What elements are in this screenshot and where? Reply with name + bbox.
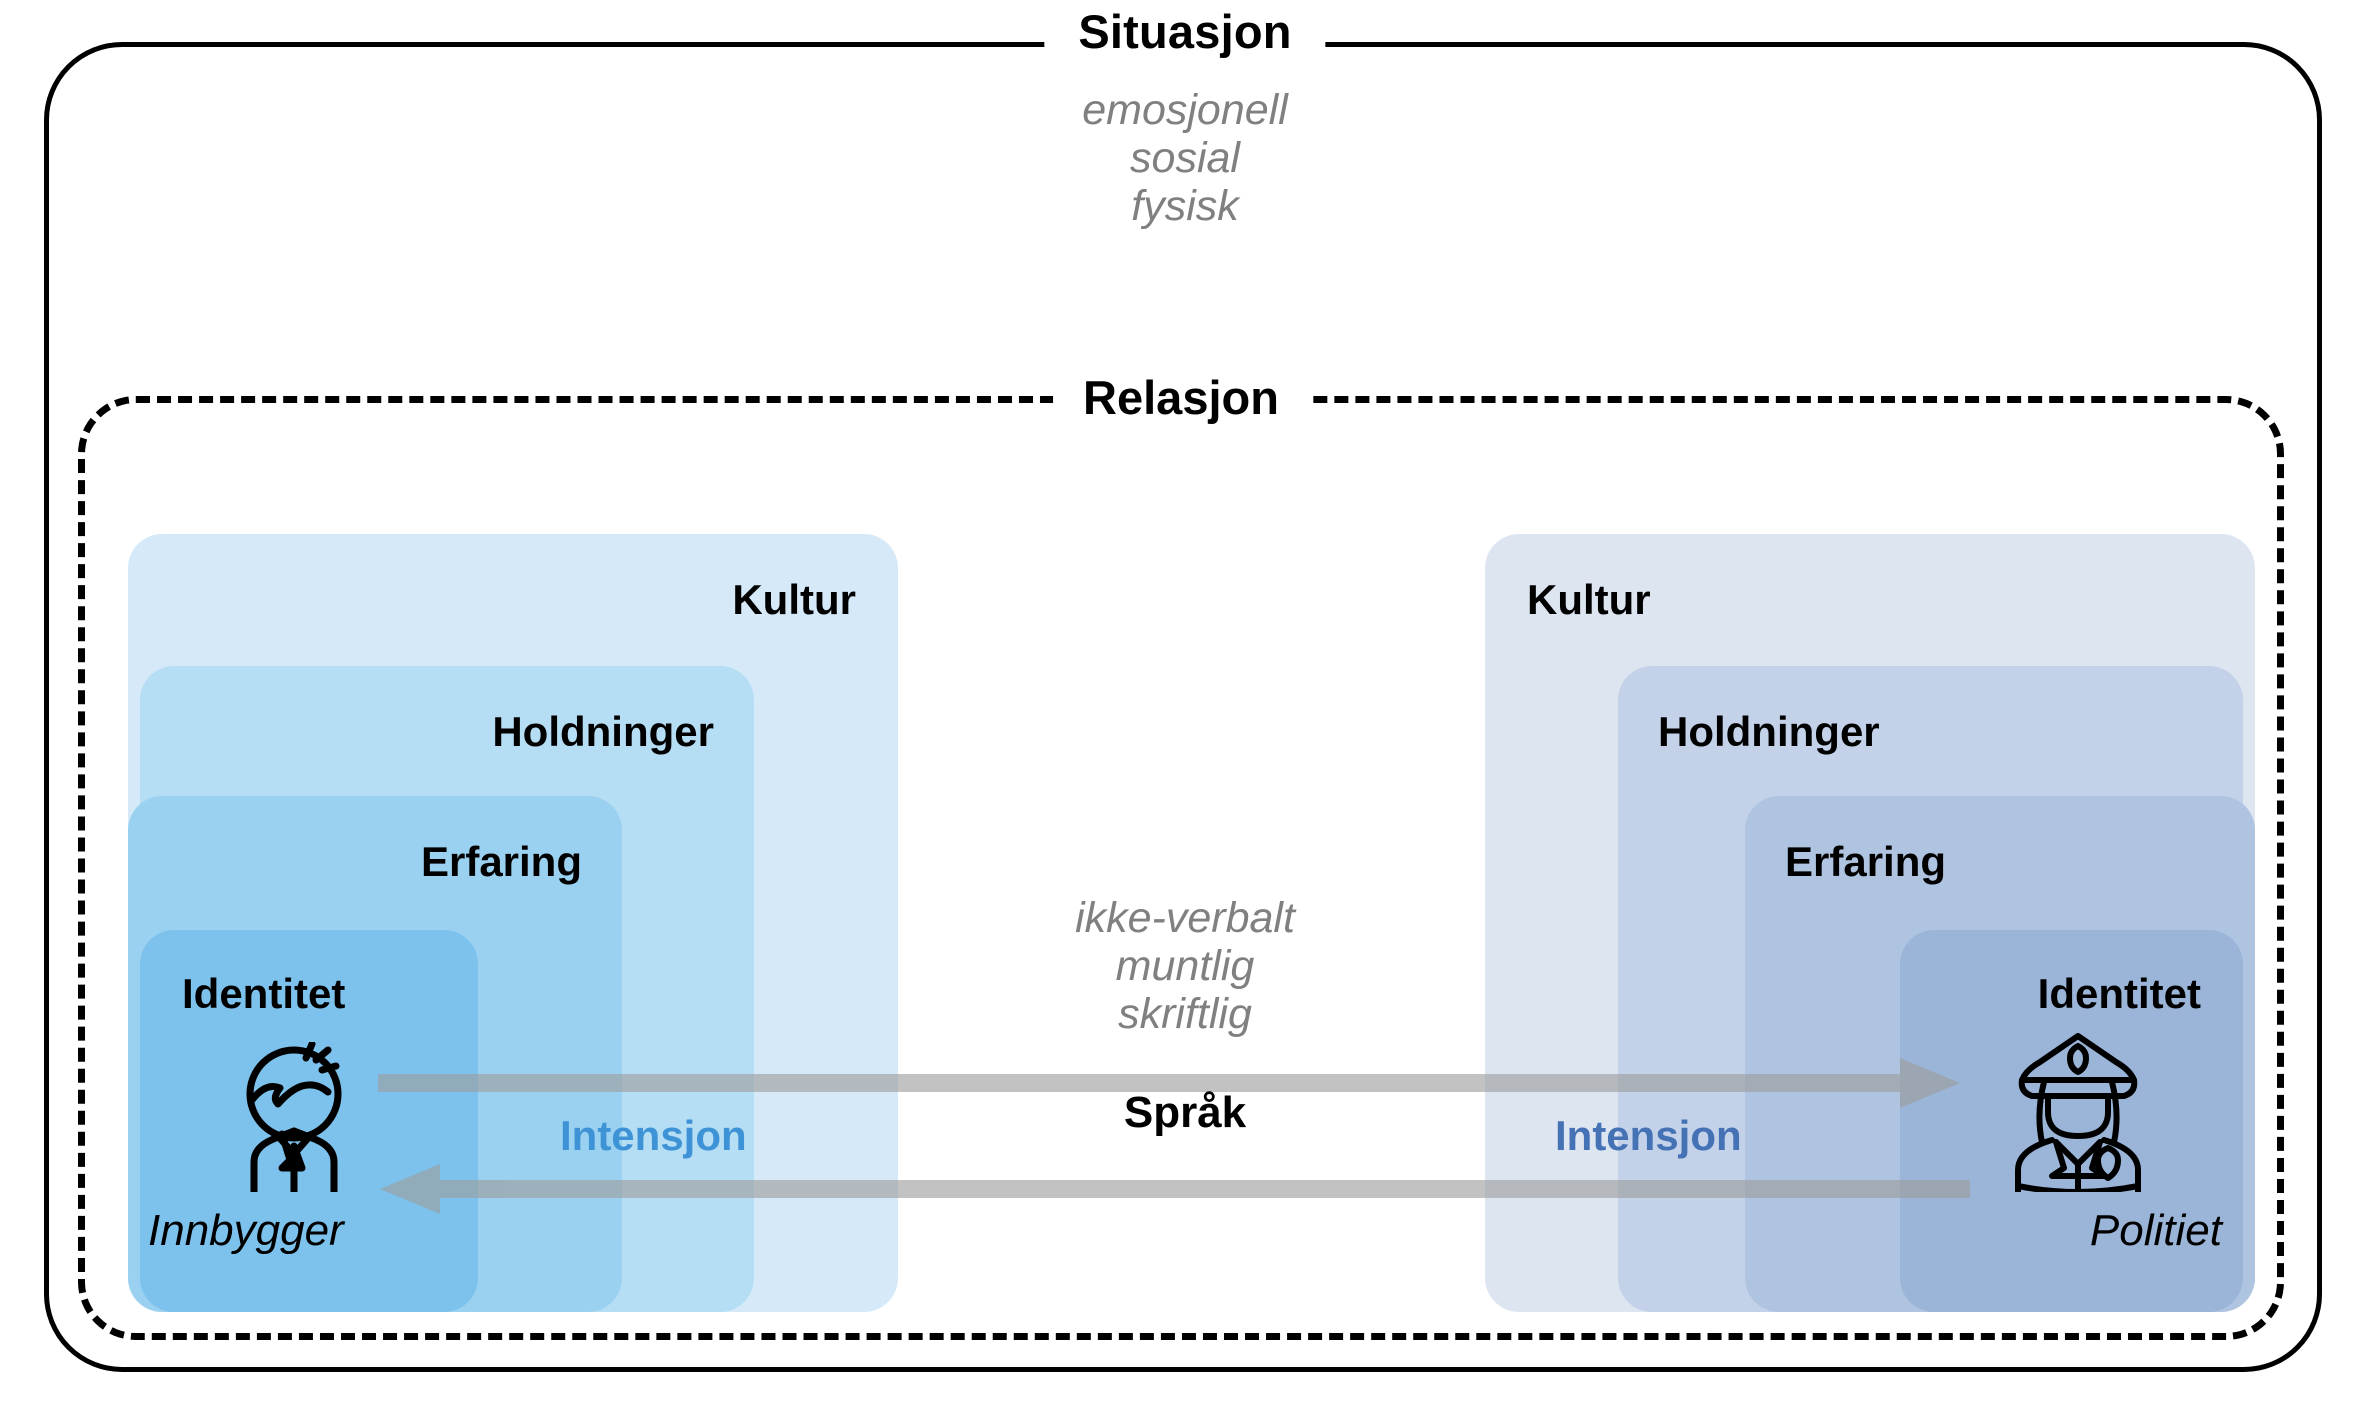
situasjon-word-1: emosjonell <box>1082 86 1288 134</box>
sprak-word-1: ikke-verbalt <box>1075 894 1295 942</box>
right-side-name: Politiet <box>2089 1206 2222 1255</box>
left-layer-identitet-label: Identitet <box>182 970 346 1017</box>
sprak-word-list: ikke-verbalt muntlig skriftlig <box>1075 894 1295 1038</box>
relasjon-title: Relasjon <box>1053 370 1309 425</box>
situasjon-word-list: emosjonell sosial fysisk <box>1082 86 1288 230</box>
sprak-word-3: skriftlig <box>1118 990 1252 1039</box>
citizen-person-icon <box>246 1042 342 1192</box>
left-layer-kultur-label: Kultur <box>732 576 856 623</box>
situasjon-title: Situasjon <box>1044 4 1326 59</box>
right-layer-kultur-label: Kultur <box>1527 576 1651 623</box>
left-intensjon-label: Intensjon <box>560 1112 747 1159</box>
sprak-label: Språk <box>1123 1088 1247 1137</box>
right-intensjon-label: Intensjon <box>1555 1112 1742 1159</box>
left-layer-holdninger-label: Holdninger <box>492 708 714 755</box>
police-officer-icon <box>2015 1033 2141 1192</box>
situasjon-word-3: fysisk <box>1131 182 1239 231</box>
sprak-word-2: muntlig <box>1115 942 1255 991</box>
relasjon-frame: Relasjon <box>78 370 2284 1340</box>
left-side-name: Innbygger <box>148 1206 344 1255</box>
left-layer-erfaring-label: Erfaring <box>420 838 582 885</box>
right-layer-holdninger-label: Holdninger <box>1658 708 1880 755</box>
right-layer-erfaring-label: Erfaring <box>1785 838 1947 885</box>
right-layer-identitet-label: Identitet <box>2037 970 2201 1017</box>
situasjon-word-2: sosial <box>1130 134 1240 183</box>
left-layer-identitet: Identitet <box>140 930 478 1312</box>
right-layer-identitet: Identitet <box>1900 930 2243 1312</box>
